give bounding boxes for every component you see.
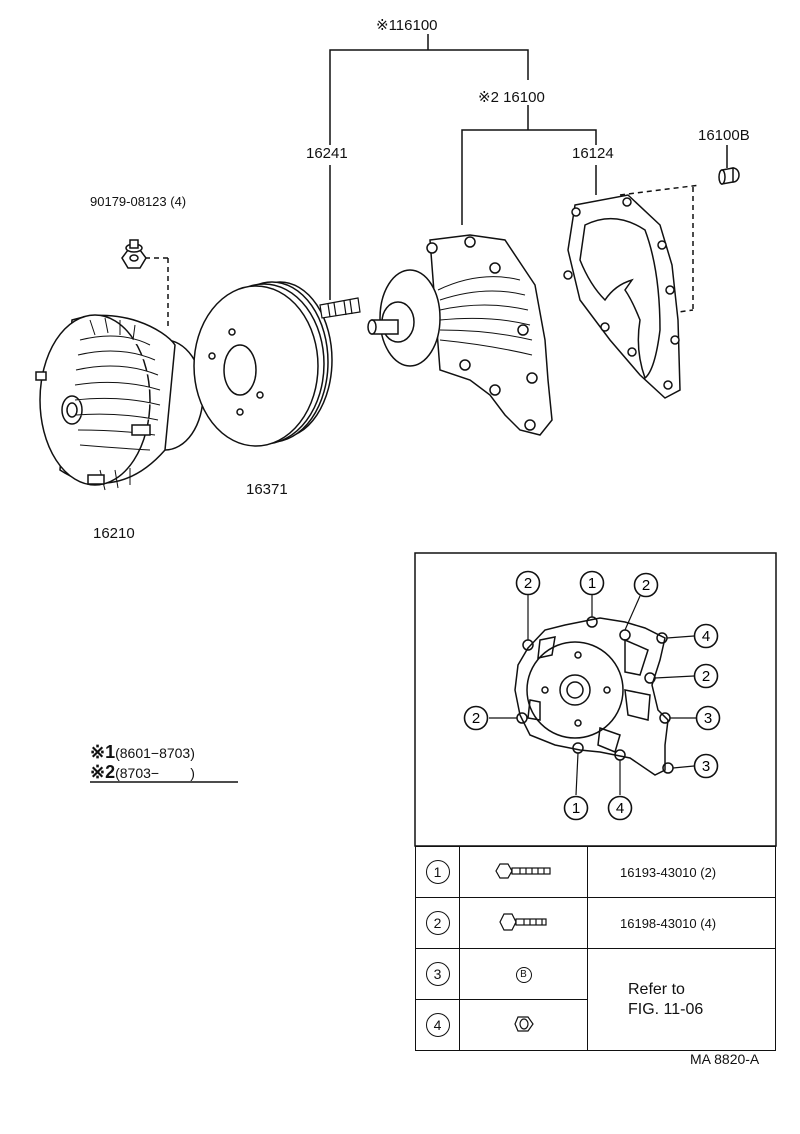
part-number: 16193-43010 (2) — [587, 846, 776, 898]
note-1: ※1(8601−8703) — [90, 742, 195, 763]
gasket-label: 16124 — [572, 145, 614, 162]
fastener-table: 1 16193-43010 (2) 2 16198-43010 (4) 3 B … — [415, 846, 776, 1051]
callout-label: 2 — [702, 668, 710, 685]
diagram-code: MA 8820-A — [690, 1051, 760, 1067]
assembly-2-label: ※2 16100 — [478, 89, 545, 106]
long-bolt-icon — [459, 846, 588, 898]
callout-label: 1 — [588, 575, 596, 592]
gasket-part — [563, 194, 681, 399]
callout-4-right-top: 4 — [693, 623, 719, 649]
table-row: 2 16198-43010 (4) — [415, 897, 776, 949]
part-number: 16198-43010 (4) — [587, 897, 776, 949]
callout-2-right: 2 — [693, 663, 719, 689]
refer-line-1: Refer to — [628, 981, 685, 999]
callout-label: 1 — [572, 800, 580, 817]
stud-label: 16241 — [306, 145, 348, 162]
row-number: 3 — [425, 962, 450, 986]
callout-label: 2 — [524, 575, 532, 592]
row-number: 4 — [425, 1013, 450, 1037]
table-row: 1 16193-43010 (2) — [415, 846, 776, 898]
detail-callouts: 2 1 2 4 2 3 2 3 1 4 — [463, 570, 721, 821]
note-1-period: (8601−8703) — [115, 745, 195, 761]
nut-label: 90179-08123 (4) — [90, 194, 187, 209]
callout-4-bottom: 4 — [607, 795, 633, 821]
fan-coupling-part — [35, 314, 204, 491]
callout-2-top-right: 2 — [633, 572, 659, 598]
table-row: 3 B Refer to FIG. 11-06 — [415, 948, 776, 1051]
plug-label: 16100B — [698, 127, 750, 144]
callout-3-right: 3 — [695, 705, 721, 731]
row-number: 2 — [425, 911, 450, 935]
note-2-mark: ※2 — [90, 762, 116, 782]
callout-label: 4 — [702, 628, 710, 645]
refer-line-2: FIG. 11-06 — [628, 1000, 704, 1018]
stud-part — [319, 297, 361, 319]
callout-label: 2 — [642, 577, 650, 594]
pulley-part — [193, 281, 333, 447]
pulley-label: 16371 — [246, 481, 288, 498]
note-1-mark: ※1 — [90, 742, 116, 762]
note-2: ※2(8703− ) — [90, 762, 195, 783]
detail-box — [414, 552, 777, 847]
table-row: 4 — [415, 999, 776, 1051]
short-bolt-icon — [459, 897, 588, 949]
plug-part — [718, 167, 740, 185]
callout-1-top: 1 — [579, 570, 605, 596]
pump-front-view — [514, 616, 674, 776]
callout-2-left: 2 — [463, 705, 489, 731]
water-pump-part — [367, 234, 553, 436]
stud-b-icon: B — [459, 948, 588, 1000]
callout-2-top-left: 2 — [515, 570, 541, 596]
callout-label: 3 — [702, 758, 710, 775]
callout-label: 3 — [704, 710, 712, 727]
callout-1-bottom: 1 — [563, 795, 589, 821]
assembly-1-label: ※116100 — [376, 17, 438, 34]
nut-icon — [459, 999, 588, 1051]
row-number: 1 — [425, 860, 450, 884]
fan-coupling-label: 16210 — [93, 525, 135, 542]
callout-label: 4 — [616, 800, 624, 817]
note-2-period: (8703− ) — [115, 765, 195, 781]
nut-part — [121, 239, 147, 269]
refer-note: Refer to FIG. 11-06 — [587, 948, 776, 1051]
callout-label: 2 — [472, 710, 480, 727]
callout-3-right-bottom: 3 — [693, 753, 719, 779]
